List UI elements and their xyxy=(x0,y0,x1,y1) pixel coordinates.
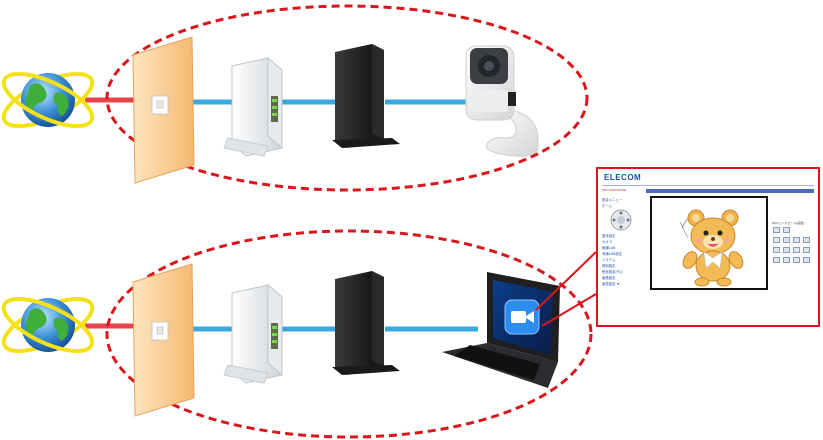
onu-modem-icon xyxy=(223,56,283,157)
ptz-dial[interactable] xyxy=(602,209,642,233)
teddy-bear-image xyxy=(679,209,744,287)
control-button[interactable] xyxy=(803,237,810,243)
globe-icon xyxy=(1,296,95,354)
callout-line xyxy=(535,251,597,311)
video-camera-app-icon xyxy=(504,299,540,335)
menu-item[interactable]: カメラ xyxy=(602,240,613,244)
top-row-network xyxy=(1,4,589,192)
globe-icon xyxy=(1,71,95,129)
home-network-boundary xyxy=(105,4,589,192)
wifi-router-icon xyxy=(332,44,400,148)
menu-item[interactable]: ホーム xyxy=(602,204,613,208)
network-camera-icon xyxy=(465,45,539,157)
menu-item[interactable]: 無線LAN xyxy=(602,246,616,250)
control-button[interactable] xyxy=(793,237,800,243)
remote-network-boundary xyxy=(105,229,593,439)
control-button[interactable] xyxy=(793,247,800,253)
wall-outlet-icon xyxy=(132,36,195,184)
control-button[interactable] xyxy=(773,237,780,243)
live-video-frame xyxy=(650,196,768,290)
laptop-icon xyxy=(442,272,560,388)
control-button[interactable] xyxy=(783,227,790,233)
control-button[interactable] xyxy=(773,227,780,233)
callout-line xyxy=(541,293,597,327)
control-button[interactable] xyxy=(773,257,780,263)
menu-item[interactable]: 受信設定(PC) xyxy=(602,270,623,274)
onu-modem-icon xyxy=(223,283,283,384)
control-button[interactable] xyxy=(793,257,800,263)
menu-item[interactable]: 画像設定 xyxy=(602,276,616,280)
ptz-control-icon[interactable] xyxy=(610,209,632,231)
sidebar-title: NCC EXPOSURE xyxy=(602,188,627,192)
menu-item[interactable]: システム xyxy=(602,258,616,262)
control-button[interactable] xyxy=(783,237,790,243)
wall-outlet-icon xyxy=(132,263,195,417)
control-button[interactable] xyxy=(803,247,810,253)
header-divider xyxy=(602,185,814,186)
bottom-row-network xyxy=(1,229,597,439)
camera-viewer-screenshot: ELECOM NCC EXPOSURE 設定メニュー ホーム 基本設定 カメラ … xyxy=(596,167,820,327)
control-button[interactable] xyxy=(803,257,810,263)
sidebar-menu: 設定メニュー ホーム 基本設定 カメラ 無線LAN 有線LAN設定 システム 時… xyxy=(602,197,642,287)
controls-label: NCCコントロール(画質) xyxy=(772,221,805,225)
control-button[interactable] xyxy=(783,257,790,263)
menu-item[interactable]: 基本設定 xyxy=(602,234,616,238)
control-button[interactable] xyxy=(783,247,790,253)
content-header-bar xyxy=(646,189,814,193)
brand-logo: ELECOM xyxy=(604,173,642,182)
menu-item[interactable]: 時刻設定 xyxy=(602,264,616,268)
menu-item[interactable]: 画質設定 ▼ xyxy=(602,282,620,286)
menu-item[interactable]: 設定メニュー xyxy=(602,198,623,202)
wifi-router-icon xyxy=(332,271,400,375)
menu-item[interactable]: 有線LAN設定 xyxy=(602,252,623,256)
control-button[interactable] xyxy=(773,247,780,253)
